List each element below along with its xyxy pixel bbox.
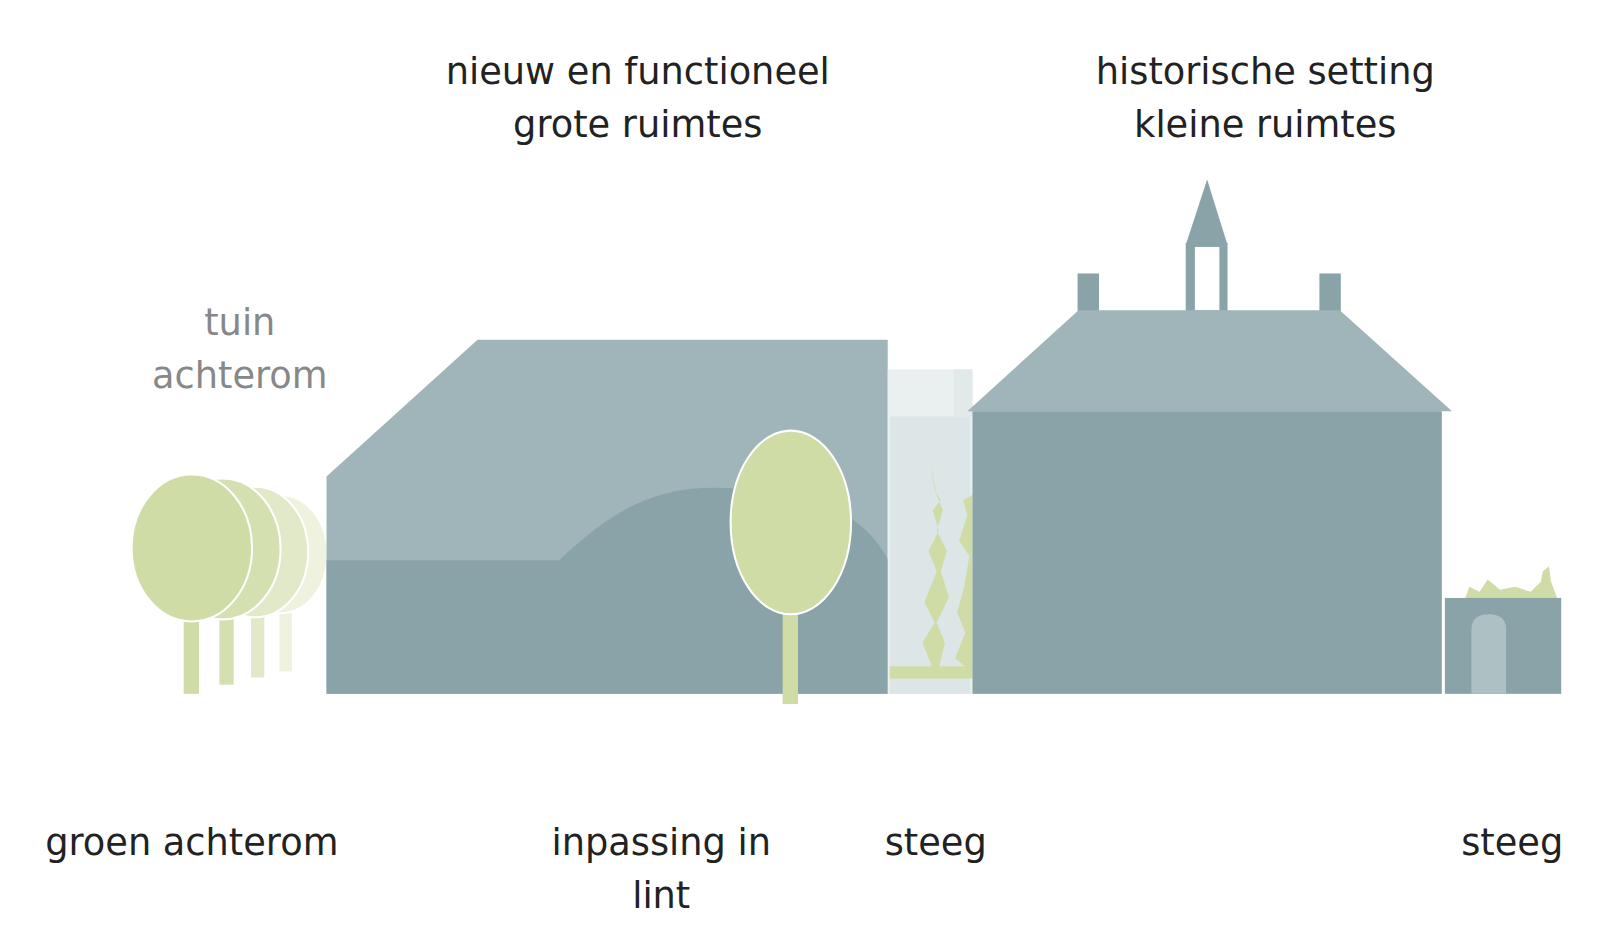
label-text: groen achterom: [45, 816, 338, 869]
historic-building: [967, 180, 1452, 694]
label-text: inpassing in lint: [523, 816, 799, 922]
label-text: nieuw en functioneel grote ruimtes: [413, 45, 862, 151]
new-building: [327, 340, 888, 694]
alley-label: steeg: [885, 816, 987, 869]
heading-label: historische setting kleine ruimtes: [1051, 45, 1480, 151]
bottom-label: inpassing in lint: [523, 816, 799, 922]
label-text: historische setting kleine ruimtes: [1051, 45, 1480, 151]
label-text: tuin achterom: [133, 296, 347, 402]
alley-link: [888, 369, 973, 693]
alley-label: steeg: [1461, 816, 1563, 869]
bottom-label: groen achterom: [45, 816, 338, 869]
garden-trees: [132, 474, 328, 693]
garden-label: tuin achterom: [133, 296, 347, 402]
heading-label: nieuw en functioneel grote ruimtes: [413, 45, 862, 151]
gate-wall: [1445, 566, 1561, 694]
label-text: steeg: [1461, 816, 1563, 869]
label-text: steeg: [885, 816, 987, 869]
tree: [731, 431, 851, 704]
